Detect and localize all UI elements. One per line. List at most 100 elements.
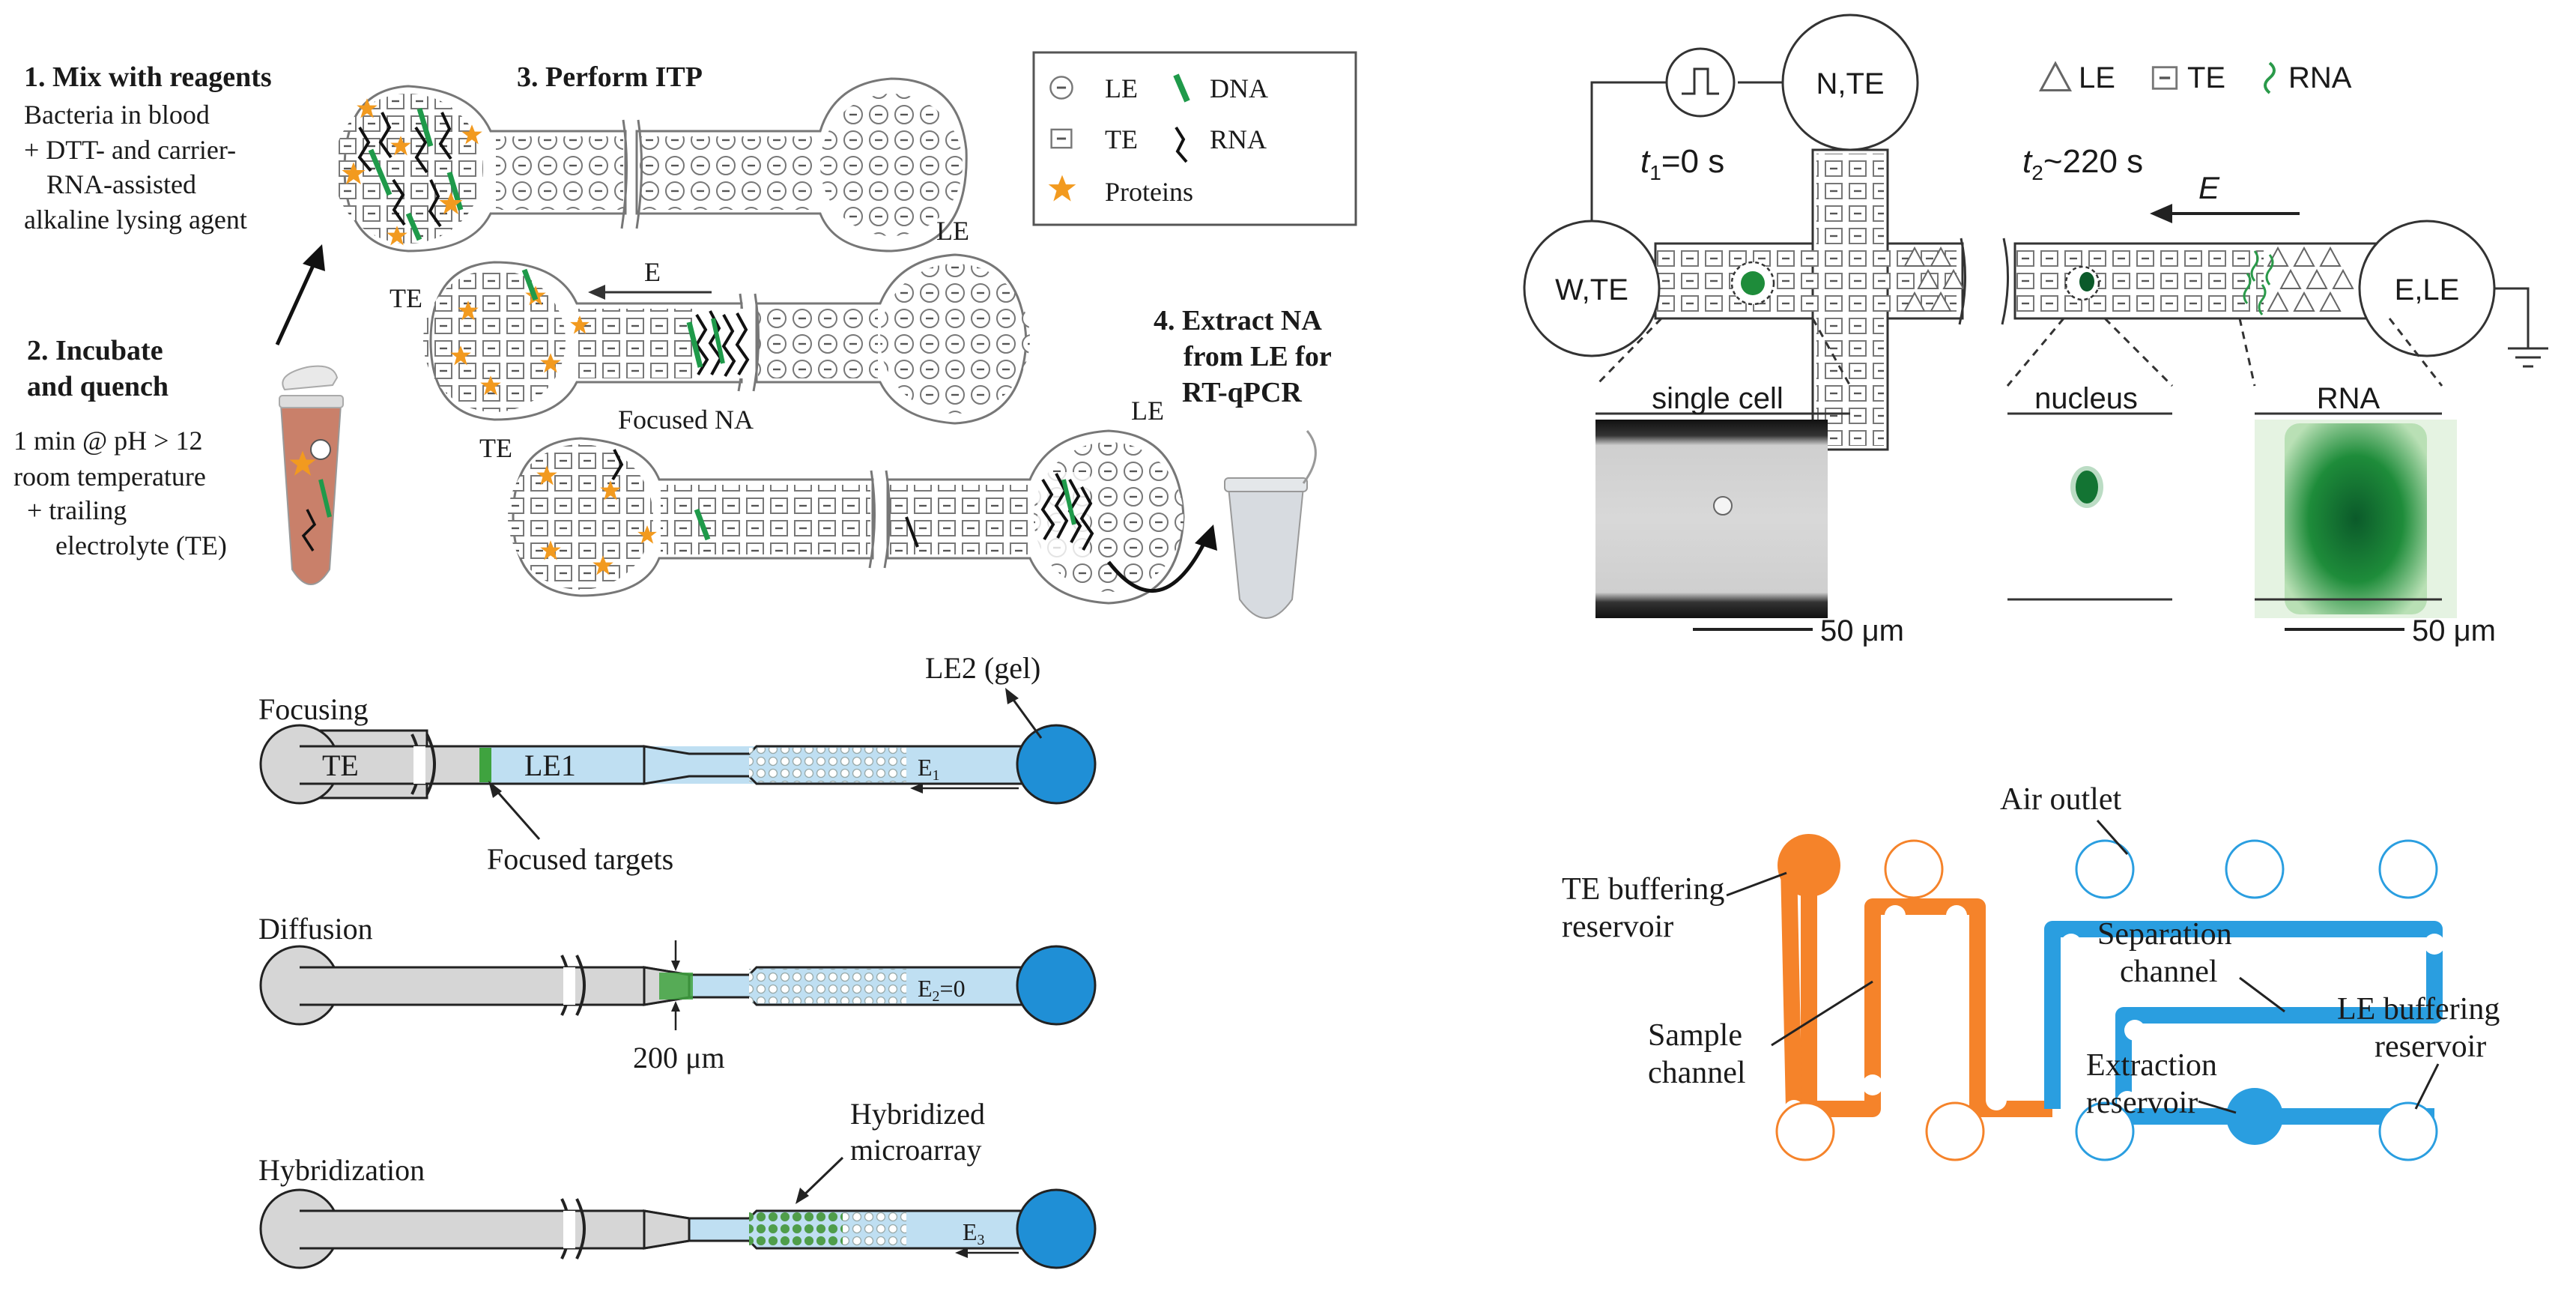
ground-icon [2494,287,2548,368]
channel-diffusion: Diffusion 200 μm E2=0 [258,912,1097,1074]
focusing-label: Focusing [258,692,369,726]
rna-band-icon [2243,250,2274,315]
sample-channel-bends [1781,865,2052,1121]
e2-label: E2=0 [918,975,966,1005]
extraction-reservoir [2226,1088,2283,1145]
legend-te: TE [1105,124,1138,154]
le1-label: LE1 [524,749,576,782]
le-reservoir-label-1: LE buffering [2337,992,2500,1027]
hybridized-label-1: Hybridized [850,1097,985,1131]
field-label-mid: E [644,257,661,287]
separation-label-2: channel [2120,955,2218,989]
legend-dna-swatch [1173,73,1190,103]
panel-b-single-cell-itp: W,TE N,TE t1=0 s [1523,13,2548,647]
reservoirs-d [1775,834,2438,1161]
step2-title-2: and quench [27,371,169,402]
channel-focusing: Focusing TE LE1 LE2 (gel) E1 [258,651,1097,876]
te-label-c: TE [322,749,359,782]
diffusion-label: Diffusion [258,912,373,946]
focused-na-label: Focused NA [618,405,754,435]
step1-title: 1. Mix with reagents [24,61,272,93]
step1-line-3: RNA-assisted [46,169,196,199]
le-reservoir-label-2: reservoir [2375,1030,2486,1064]
panel-a-itp-workflow: 1. Mix with reagents Bacteria in blood +… [13,51,1357,619]
reservoir-w-label: W,TE [1555,273,1628,306]
separation-label-1: Separation [2097,917,2232,952]
air-outlet-1 [2075,839,2135,899]
field-label-b: E [2198,170,2220,205]
sample-channel-label-2: channel [1648,1056,1746,1090]
te-reservoir-label-2: reservoir [1562,910,1673,944]
step3-title: 3. Perform ITP [517,61,703,93]
sample-tube-icon [279,365,344,585]
reservoir-e-le: E,LE [2358,220,2496,357]
te-reservoir [1778,834,1840,897]
t2-label: t2~220 s [2022,143,2143,184]
step1-line-2: + DTT- and carrier- [24,135,236,165]
sample-molecules [342,98,482,246]
scale-bar-1: 50 μm [1693,614,1904,647]
legend-le: LE [1105,73,1138,103]
t1-label: t1=0 s [1640,143,1724,184]
panel-b-legend: LE TE RNA [2040,61,2352,94]
itp-channel-1: LE [333,77,969,253]
width-label: 200 μm [633,1041,725,1074]
le-reservoir [2378,1101,2438,1161]
itp-channel-3: TE LE [479,396,1185,605]
tube-to-device-arrow [275,244,325,346]
legend-b-te: TE [2187,61,2225,94]
extracted-na-zone [1037,472,1094,562]
te-label-bottom: TE [479,433,512,463]
micrograph-single-cell [1595,420,1828,618]
te-label-mid: TE [390,283,422,313]
reservoir-n-label: N,TE [1816,67,1884,100]
step4-title-3: RT-qPCR [1182,377,1302,408]
air-outlet-label: Air outlet [2000,782,2121,817]
reservoir-e-label: E,LE [2395,273,2460,306]
hybridization-label: Hybridization [258,1153,425,1187]
output-tube-icon [1224,430,1317,619]
e3-label: E3 [963,1218,985,1248]
legend-proteins: Proteins [1105,177,1193,207]
zoom-lines [1594,317,2443,387]
le-label-bottom: LE [1131,396,1164,426]
panel-c-itp-hybridization: Focusing TE LE1 LE2 (gel) E1 [258,651,1097,1269]
itp-channel-2: TE [390,253,1030,435]
legend-rna: RNA [1210,124,1267,154]
micrograph-nucleus [2070,466,2103,508]
te-reservoir-label-1: TE buffering [1562,872,1724,907]
scale-bar-1-label: 50 μm [1820,614,1904,647]
step2-line-3: + trailing [27,495,127,525]
nucleus-marker [2064,265,2100,301]
legend-b-rna: RNA [2288,61,2352,94]
legend-b-le: LE [2079,61,2115,94]
step1-line-4: alkaline lysing agent [24,205,247,235]
micrograph-rna [2255,420,2457,618]
step4-title-1: 4. Extract NA [1154,305,1322,336]
field-arrow-b [2150,204,2300,223]
inset-label-nucleus: nucleus [2034,382,2138,415]
le-label-top: LE [936,216,969,246]
panel-a-legend: LE DNA TE RNA Proteins [1032,51,1357,226]
scale-bar-2: 50 μm [2285,614,2496,647]
extraction-label-1: Extraction [2086,1048,2217,1083]
legend-b-rna-swatch [2264,61,2276,94]
inset-label-cell: single cell [1652,382,1783,415]
extraction-arrow [1107,524,1217,593]
step2-line-2: room temperature [13,462,206,492]
extraction-label-2: reservoir [2086,1086,2198,1120]
focused-targets-label: Focused targets [487,842,673,876]
step2-line-4: electrolyte (TE) [55,530,227,560]
le2-label: LE2 (gel) [925,651,1040,685]
sample-channel-label-1: Sample [1648,1018,1742,1053]
scale-bar-2-label: 50 μm [2412,614,2496,647]
focused-na-zone [686,309,753,378]
step4-title-2: from LE for [1184,341,1332,372]
pulse-source-icon [1665,47,1736,118]
step2-title-1: 2. Incubate [27,335,163,366]
single-cell-marker [1730,261,1775,306]
inset-label-rna: RNA [2317,382,2380,415]
step2-line-1: 1 min @ pH > 12 [13,426,202,456]
e1-label: E1 [918,754,940,784]
